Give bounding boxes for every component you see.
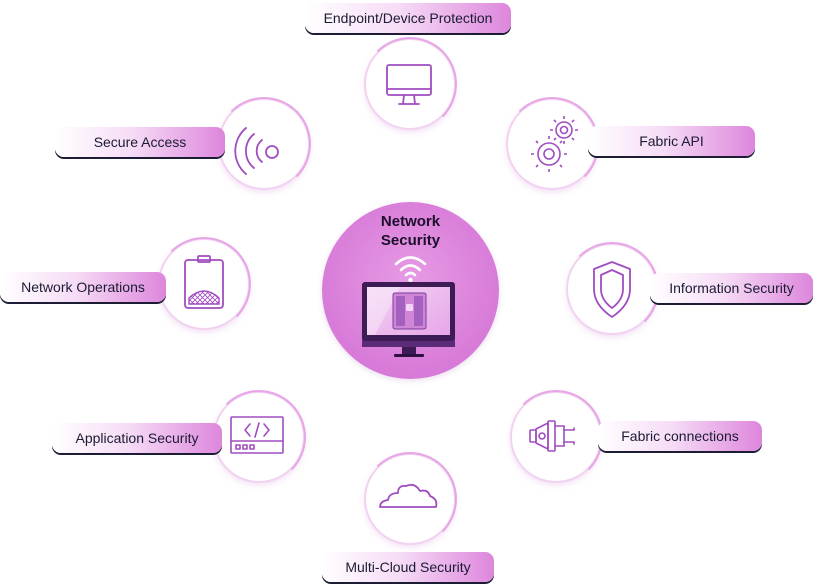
wifi-icon (394, 256, 427, 283)
endpoint-label-pill: Endpoint/Device Protection (305, 3, 511, 33)
center-hub: Network Security (322, 202, 499, 379)
network-operations-label-pill: Network Operations (0, 272, 166, 302)
hub-title-line2: Security (380, 232, 441, 249)
code-window-icon (230, 416, 284, 454)
application-security-node (212, 390, 306, 484)
multi-cloud-label: Multi-Cloud Security (345, 559, 471, 575)
fabric-connections-label: Fabric connections (621, 428, 739, 444)
information-security-label: Information Security (669, 280, 794, 296)
application-security-label-pill: Application Security (52, 423, 222, 453)
computer-monitor-icon (362, 282, 455, 357)
gears-icon (531, 116, 578, 172)
network-operations-node (157, 237, 251, 331)
information-security-label-pill: Information Security (650, 273, 813, 303)
hub-title: Network Security (322, 212, 499, 250)
multi-cloud-label-pill: Multi-Cloud Security (322, 552, 494, 582)
monitor-icon (386, 64, 432, 105)
network-operations-label: Network Operations (21, 279, 145, 295)
fabric-api-label: Fabric API (639, 133, 704, 149)
hub-title-line1: Network (380, 213, 441, 230)
information-security-node (565, 242, 659, 336)
shield-icon (593, 261, 631, 318)
secure-access-label: Secure Access (93, 134, 187, 150)
application-security-label: Application Security (75, 430, 199, 446)
cloud-icon (379, 483, 438, 508)
signal-icon (234, 127, 279, 175)
secure-access-node (217, 97, 311, 191)
fabric-api-node (505, 97, 599, 191)
multi-cloud-node (363, 452, 457, 546)
plug-icon (529, 420, 575, 452)
endpoint-node (363, 37, 457, 131)
secure-access-label-pill: Secure Access (55, 127, 225, 157)
badge-device-icon (184, 255, 224, 309)
fabric-connections-label-pill: Fabric connections (598, 421, 762, 451)
endpoint-label: Endpoint/Device Protection (323, 10, 493, 26)
fabric-api-label-pill: Fabric API (588, 126, 755, 156)
fabric-connections-node (509, 390, 603, 484)
